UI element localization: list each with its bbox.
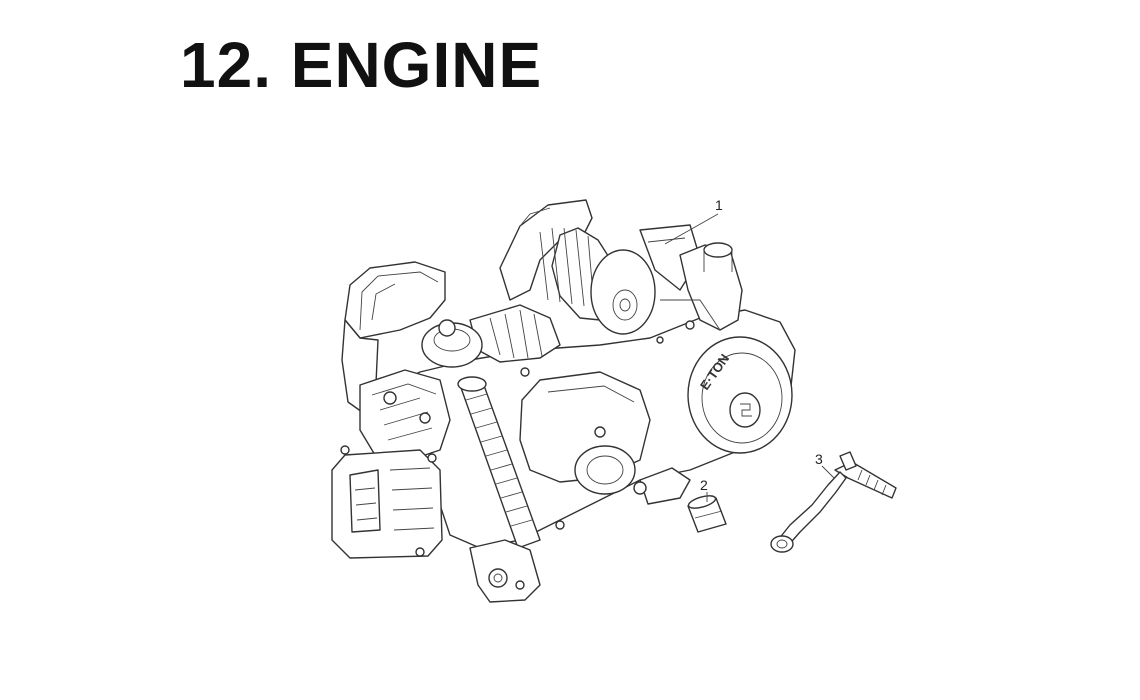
kick-starter-lever-drawing: [770, 451, 897, 553]
callout-3: 3: [815, 451, 835, 479]
callout-1: 1: [664, 197, 723, 245]
page-title: 12. ENGINE: [180, 29, 543, 101]
callout-2: 2: [700, 477, 708, 502]
callout-label-2: 2: [700, 477, 708, 493]
engine-assembly-drawing: E·TON: [331, 199, 796, 603]
callout-label-1: 1: [715, 197, 723, 213]
callout-label-3: 3: [815, 451, 823, 467]
